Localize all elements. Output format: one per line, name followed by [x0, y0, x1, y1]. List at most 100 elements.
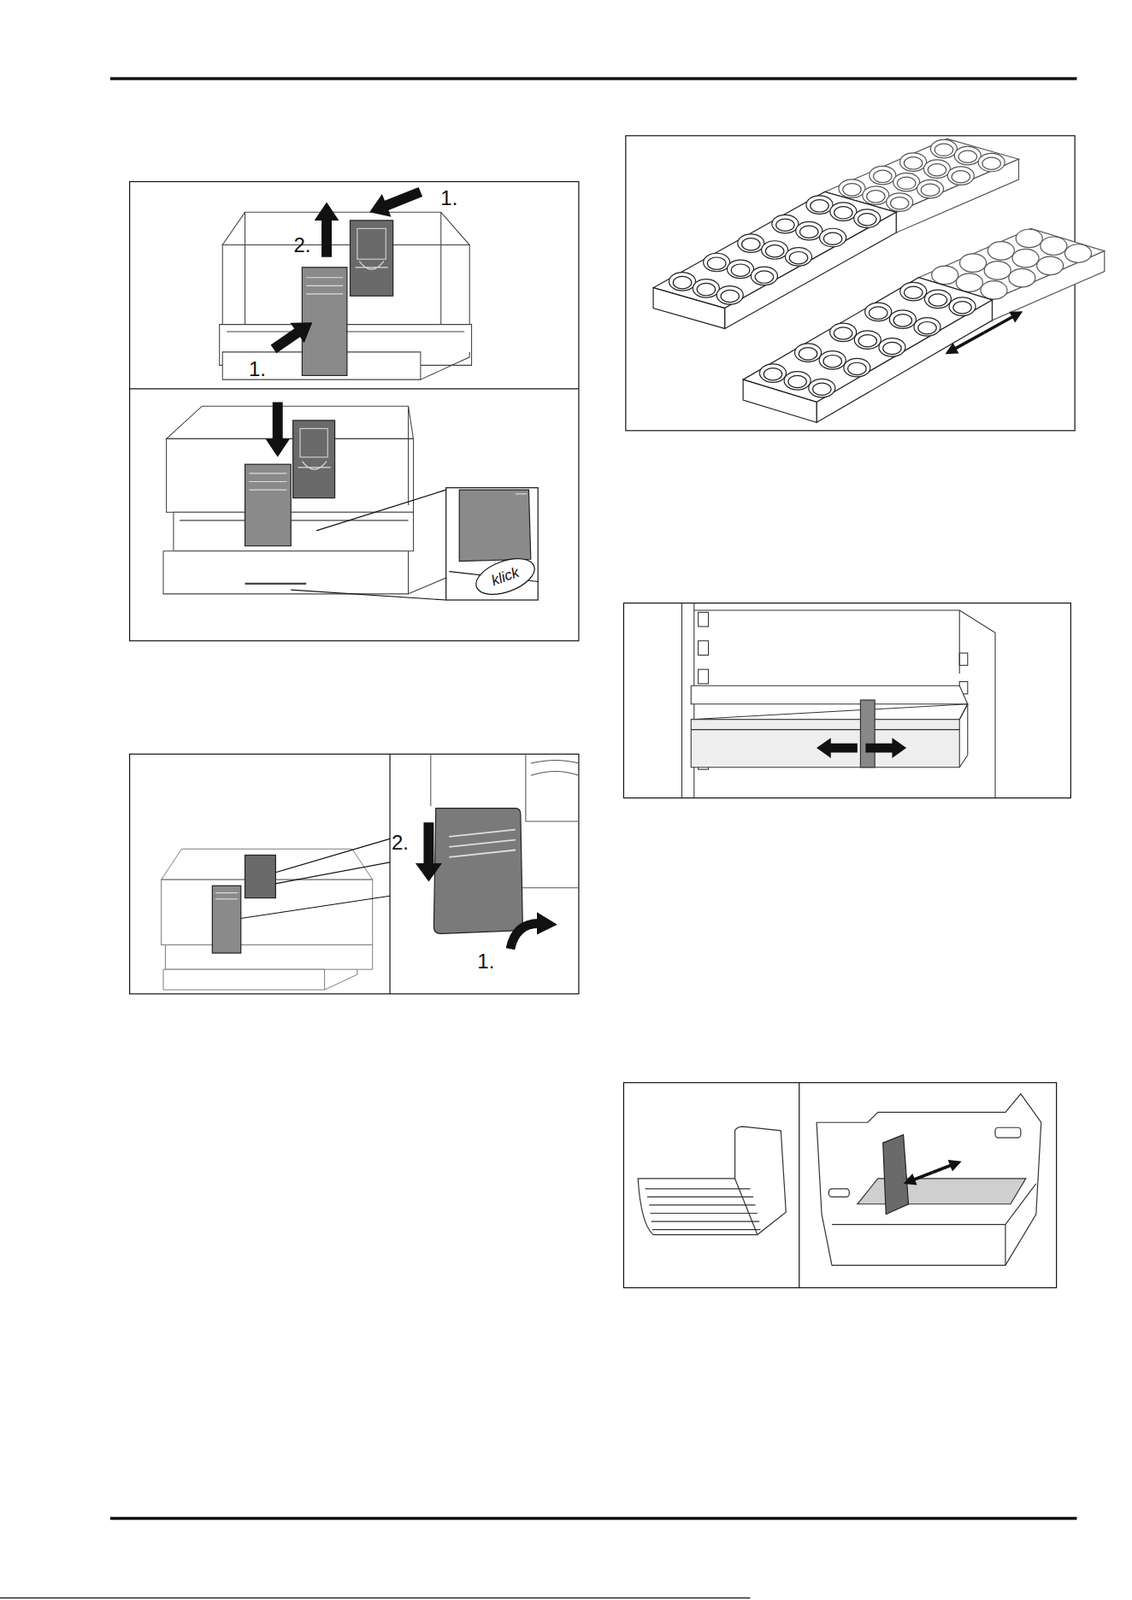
egg-tray-part [759, 364, 786, 383]
egg-tray-part [900, 282, 927, 301]
egg-tray [653, 191, 897, 329]
egg-tray-part [806, 195, 833, 214]
footnote-rule [0, 1597, 750, 1599]
freezer-drawer-part [828, 1189, 849, 1198]
egg-tray-part [1008, 268, 1036, 287]
egg-tray-part [823, 232, 842, 245]
egg-tray-part [776, 218, 795, 231]
plate-handle [357, 228, 386, 260]
header-rule [110, 76, 1078, 81]
leader-line [275, 838, 390, 873]
rear-plate [349, 220, 393, 296]
front-plate [459, 489, 531, 562]
label-slot: 2. [293, 235, 311, 256]
manual-illustrations-part-part [306, 277, 343, 278]
egg-tray-part [834, 206, 853, 219]
drawer-box-part [165, 945, 372, 971]
egg-tray-part [886, 193, 914, 212]
wire-basket-part [637, 1126, 786, 1236]
leader-line [290, 589, 446, 601]
egg-tray-part [696, 283, 715, 295]
egg-tray-part [893, 172, 920, 191]
egg-tray-part [862, 186, 890, 205]
wire-basket-part [647, 1196, 754, 1198]
drawer-box-part [440, 212, 442, 325]
wire-basket-part [648, 1204, 755, 1206]
door-shelf [682, 603, 997, 799]
panel-divider [798, 1083, 800, 1289]
egg-tray-part [788, 375, 807, 388]
slide-arrow [945, 331, 985, 355]
leader-line [275, 862, 390, 885]
egg-tray-part [984, 261, 1011, 280]
egg-tray-part [784, 371, 811, 390]
egg-tray-part [1040, 236, 1068, 255]
manual-illustrations-part-part [515, 493, 527, 495]
egg-tray-part [883, 341, 902, 354]
rotate-arrow-head [536, 912, 558, 935]
egg-tray-part [865, 302, 892, 321]
panel-divider [389, 754, 390, 995]
egg-tray [825, 138, 1020, 233]
door-shelf-part [690, 719, 960, 768]
egg-tray-part [838, 179, 866, 198]
egg-tray-part [784, 247, 812, 266]
plate-clip [298, 461, 331, 471]
drawer-box-part [179, 519, 408, 521]
slide-arrow [983, 311, 1023, 335]
panel-divider [129, 388, 579, 390]
manual-illustrations-part-part [215, 898, 238, 900]
egg-tray-part [987, 241, 1015, 260]
egg-tray-part [955, 273, 983, 292]
manual-illustrations-part-part [448, 840, 516, 848]
egg-tray-part [858, 335, 877, 348]
label-slot: 1. [477, 951, 495, 973]
front-plate [301, 267, 348, 377]
egg-tray-part [991, 251, 1104, 321]
egg-tray-part [854, 330, 881, 349]
drawer-box-part [408, 551, 450, 595]
egg-tray-part [982, 157, 1001, 170]
front-plate [212, 885, 241, 954]
drawer-box-part [245, 583, 307, 585]
freezer-drawer [816, 1094, 1042, 1267]
egg-tray-part [923, 159, 950, 178]
footer-rule [110, 1517, 1078, 1522]
egg-tray-part [816, 300, 992, 423]
door-shelf-part [690, 729, 960, 731]
slide-arrow [903, 1171, 934, 1186]
egg-tray-part [765, 245, 784, 258]
egg-tray-part [954, 146, 981, 165]
door-shelf-part [959, 754, 968, 767]
label-slot: 1. [248, 359, 266, 380]
panel-frame [129, 754, 579, 995]
panel-frame [623, 603, 1071, 799]
egg-tray-part [890, 197, 908, 210]
panel-frame [623, 1083, 1056, 1289]
egg-tray-part [830, 202, 857, 221]
drawer-box-part [163, 551, 409, 595]
drawer-box-part [222, 212, 470, 245]
egg-tray-part [672, 276, 691, 289]
wire-basket-part [652, 1229, 761, 1231]
motion-arrow [369, 187, 423, 218]
wire-basket [637, 1126, 786, 1236]
step-number: 1. [248, 357, 266, 381]
motion-arrow [314, 201, 340, 257]
egg-tray-part [1065, 244, 1092, 263]
egg-tray-part [1037, 256, 1064, 275]
drawer-box-part [166, 406, 414, 439]
egg-tray-part [692, 279, 720, 298]
egg-tray-part [669, 272, 696, 291]
door-shelf-part [959, 653, 968, 666]
motion-arrow [271, 322, 313, 354]
egg-tray-part [866, 190, 885, 203]
door-shelf-part [681, 603, 683, 799]
drawer-box-part [407, 406, 409, 506]
freezer-drawer-part [995, 1127, 1021, 1138]
egg-trays [653, 138, 1105, 423]
egg-tray-part [772, 214, 799, 233]
egg-tray-part [725, 212, 897, 329]
klick-bubble [471, 551, 540, 602]
